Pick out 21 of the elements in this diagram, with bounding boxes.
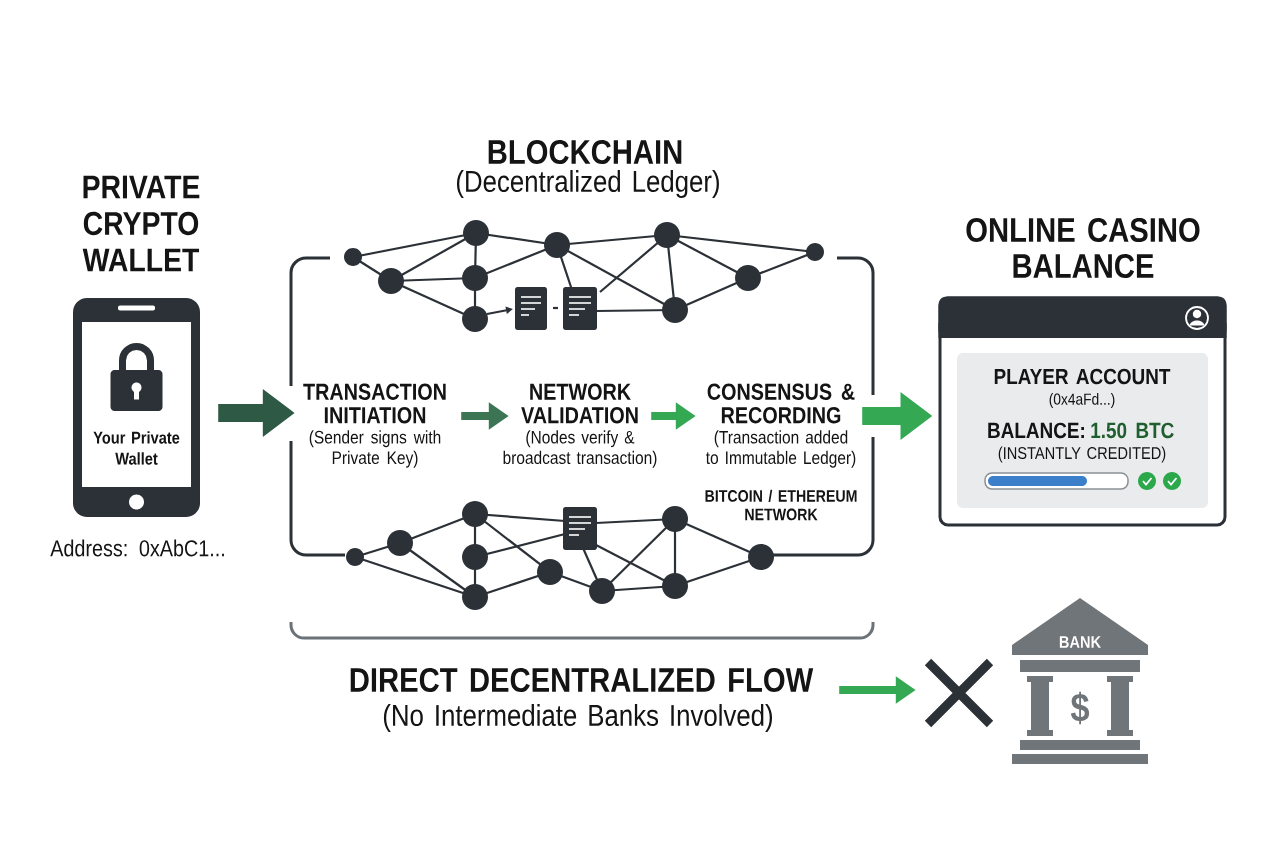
- screen-text: Your Private Wallet: [93, 431, 180, 465]
- heading: ONLINE CASINO BALANCE: [966, 217, 1200, 279]
- step-title: NETWORK VALIDATION: [521, 383, 638, 424]
- account-id: (0x4aFd...): [1049, 393, 1115, 408]
- panel-title: PLAYER ACCOUNT: [994, 368, 1171, 385]
- subheading: (No Intermediate Banks Involved): [383, 704, 773, 732]
- status-text: (INSTANTLY CREDITED): [998, 446, 1166, 463]
- step-title: TRANSACTION INITIATION: [303, 383, 446, 424]
- balance-value: 1.50 BTC: [1091, 422, 1174, 439]
- balance-label: BALANCE:: [988, 422, 1084, 439]
- cross-mark: [923, 657, 995, 729]
- step-title: CONSENSUS & RECORDING: [707, 383, 855, 424]
- subheading: (Decentralized Ledger): [456, 170, 719, 198]
- heading: BLOCKCHAIN: [488, 139, 682, 165]
- heading: PRIVATE CRYPTO WALLET: [82, 175, 200, 272]
- network-label: BITCOIN / ETHEREUM NETWORK: [705, 489, 857, 521]
- heading: DIRECT DECENTRALIZED FLOW: [350, 667, 814, 693]
- address-text: Address: 0xAbC1...: [50, 539, 224, 557]
- step-description: (Nodes verify & broadcast transaction): [503, 430, 657, 468]
- step-description: (Transaction added to Immutable Ledger): [706, 430, 856, 468]
- step-description: (Sender signs with Private Key): [309, 430, 441, 468]
